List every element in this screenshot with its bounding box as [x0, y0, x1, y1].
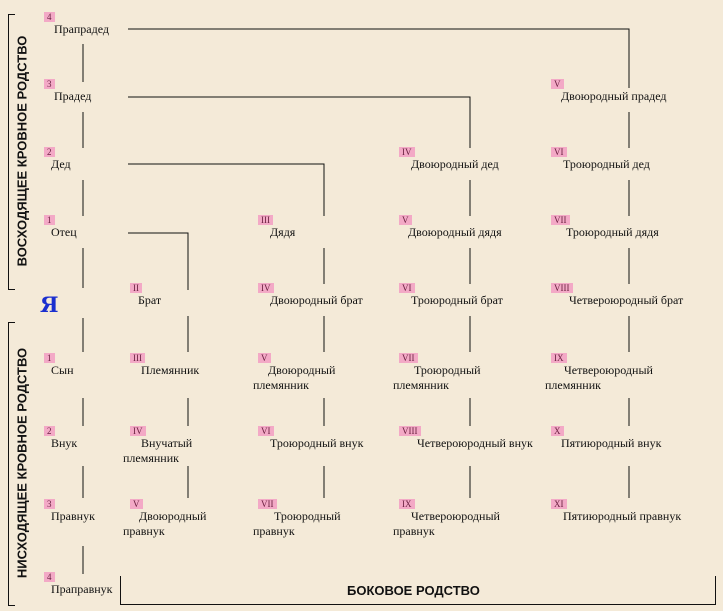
node-badge: VIII	[551, 283, 573, 293]
node-label-dyadya: Дядя	[270, 225, 296, 240]
node-badge: IV	[258, 283, 274, 293]
node-badge: IX	[551, 353, 567, 363]
node-label-vnuchaty-2: племянник	[123, 451, 179, 466]
ascending-title: ВОСХОДЯЩЕЕ КРОВНОЕ РОДСТВО	[14, 35, 30, 267]
node-label-syn: Сын	[51, 363, 74, 378]
node-badge: VI	[258, 426, 274, 436]
line-praded-branch	[128, 96, 471, 148]
node-badge: VI	[551, 147, 567, 157]
node-badge: III	[130, 353, 145, 363]
node-label-dvoyurodny-ded: Двоюродный дед	[411, 157, 499, 172]
node-label-troyurodny-brat: Троюродный брат	[411, 293, 503, 308]
node-badge: 1	[44, 215, 55, 225]
lateral-bracket	[120, 576, 716, 605]
line-prapraded-branch	[128, 28, 630, 88]
node-label-pravnuk: Правнук	[51, 509, 95, 524]
ascending-bracket	[8, 14, 15, 290]
node-badge: V	[258, 353, 271, 363]
node-label-chetveroyurodny-pravnuk-2: правнук	[393, 524, 435, 539]
node-label-vnuchaty-1: Внучатый	[141, 436, 193, 451]
node-badge: XI	[551, 499, 567, 509]
node-badge: IV	[130, 426, 146, 436]
node-badge: V	[130, 499, 143, 509]
node-badge: 4	[44, 12, 55, 22]
node-badge: VII	[551, 215, 570, 225]
node-label-dvoyurodny-pravnuk-1: Двоюродный	[139, 509, 207, 524]
lateral-title: БОКОВОЕ РОДСТВО	[347, 583, 480, 598]
node-label-chetveroyurodny-vnuk: Четвероюродный внук	[417, 436, 533, 451]
node-badge: IV	[399, 147, 415, 157]
node-label-dvoyurodny-praded: Двоюродный прадед	[561, 89, 667, 104]
node-label-praded: Прадед	[54, 89, 92, 104]
node-label-troyurodny-pravnuk-2: правнук	[253, 524, 295, 539]
node-label-dvoyurodny-pravnuk-2: правнук	[123, 524, 165, 539]
node-badge: 2	[44, 147, 55, 157]
node-label-plemyannik: Племянник	[141, 363, 200, 378]
line-otec-branch	[128, 232, 189, 290]
node-label-dvoyurodny-brat: Двоюродный брат	[270, 293, 363, 308]
ego-marker: Я	[40, 292, 59, 317]
node-label-troyurodny-ded: Троюродный дед	[563, 157, 650, 172]
node-label-troyurodny-pravnuk-1: Троюродный	[274, 509, 341, 524]
node-label-troyurodny-dyadya: Троюродный дядя	[566, 225, 659, 240]
node-badge: 1	[44, 353, 55, 363]
descending-bracket	[8, 322, 15, 606]
node-badge: X	[551, 426, 564, 436]
node-badge: VI	[399, 283, 415, 293]
node-badge: V	[399, 215, 412, 225]
node-label-chetveroyurodny-brat: Четвероюродный брат	[569, 293, 684, 308]
descending-title: НИСХОДЯЩЕЕ КРОВНОЕ РОДСТВО	[14, 347, 30, 579]
line-ded-branch	[128, 163, 325, 216]
node-badge: II	[130, 283, 142, 293]
node-label-prapravnuk: Праправнук	[51, 582, 113, 597]
node-label-chetveroyurodny-plemyannik-2: племянник	[545, 378, 601, 393]
node-badge: VII	[399, 353, 418, 363]
node-label-pyatiyurodny-pravnuk: Пятиюродный правнук	[563, 509, 682, 524]
node-badge: VII	[258, 499, 277, 509]
node-badge: IX	[399, 499, 415, 509]
node-badge: 4	[44, 572, 55, 582]
node-label-troyurodny-plemyannik-1: Троюродный	[414, 363, 481, 378]
node-badge: 2	[44, 426, 55, 436]
node-badge: III	[258, 215, 273, 225]
node-label-troyurodny-vnuk: Троюродный внук	[270, 436, 364, 451]
node-label-troyurodny-plemyannik-2: племянник	[393, 378, 449, 393]
node-label-dvoyurodny-dyadya: Двоюродный дядя	[408, 225, 502, 240]
node-label-vnuk: Внук	[51, 436, 78, 451]
node-badge: 3	[44, 499, 55, 509]
node-badge: VIII	[399, 426, 421, 436]
node-label-pyatiyurodny-vnuk: Пятиюродный внук	[561, 436, 662, 451]
node-label-chetveroyurodny-plemyannik-1: Четвероюродный	[564, 363, 653, 378]
node-badge: V	[551, 79, 564, 89]
node-label-ded: Дед	[51, 157, 71, 172]
node-label-dvoyurodny-plemyannik-2: племянник	[253, 378, 309, 393]
node-badge: 3	[44, 79, 55, 89]
node-label-otec: Отец	[51, 225, 77, 240]
node-label-dvoyurodny-plemyannik-1: Двоюродный	[268, 363, 336, 378]
node-label-prapraded: Прапрадед	[54, 22, 109, 37]
node-label-brat: Брат	[138, 293, 162, 308]
node-label-chetveroyurodny-pravnuk-1: Четвероюродный	[411, 509, 500, 524]
